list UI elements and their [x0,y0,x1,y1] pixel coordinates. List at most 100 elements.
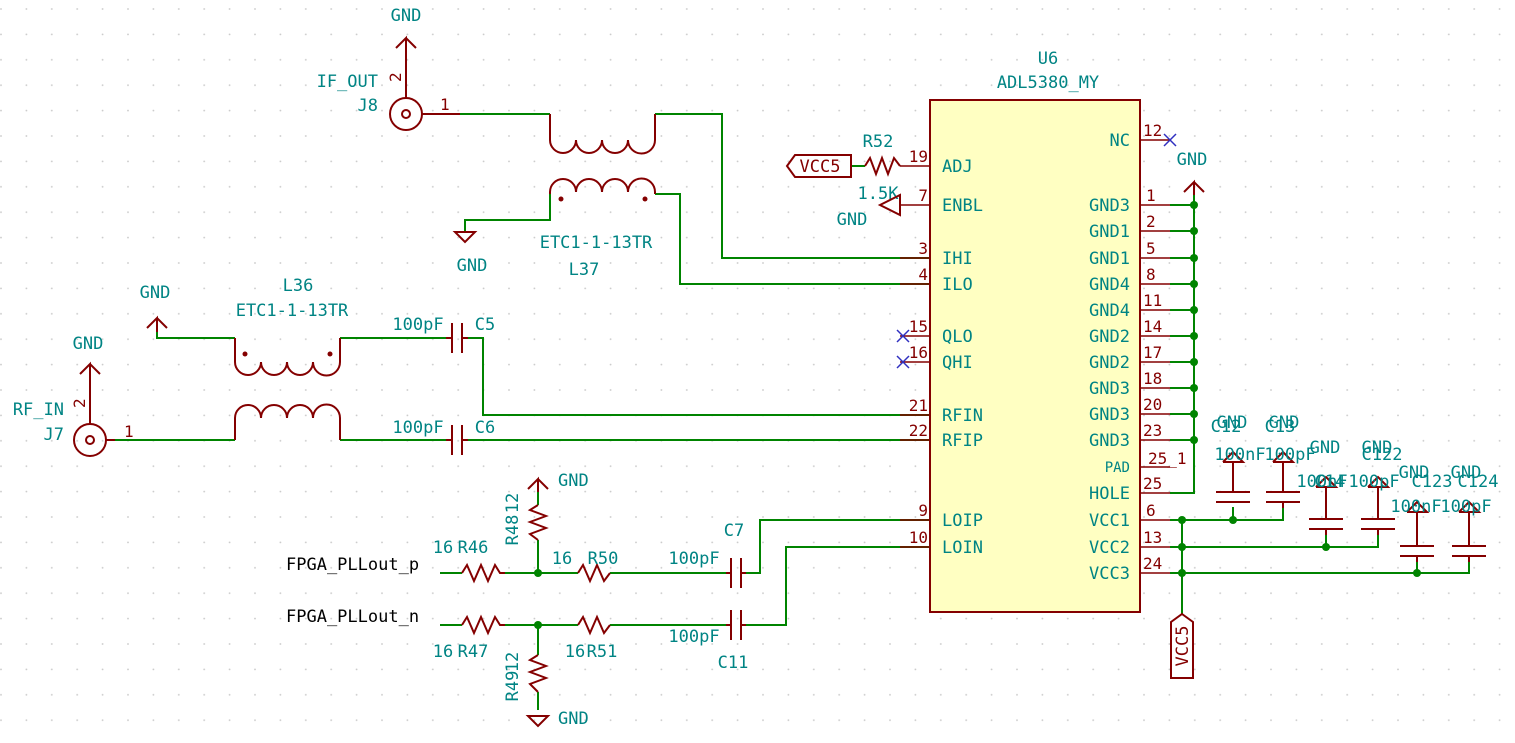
r47-resistor[interactable]: 16 R47 [433,614,505,662]
pin-name: QHI [942,353,973,373]
l37-ref: L37 [569,260,600,280]
c122-capacitor[interactable]: GND C122 100pF [1348,438,1402,535]
r49-resistor[interactable]: R49 12 [503,652,549,702]
junctions [534,201,1421,629]
gnd-label: GND [1177,150,1208,170]
pin-name: HOLE [1089,484,1130,504]
c13-capacitor[interactable]: GND C13 100pF [1264,413,1316,508]
pin-number: 6 [1146,501,1156,520]
l37-value: ETC1-1-13TR [540,233,653,253]
r46-resistor[interactable]: 16 R46 [433,538,505,584]
pin-number: 10 [909,528,928,547]
gnd-symbol: GND [1177,150,1208,195]
pin-number: 9 [918,501,928,520]
r52-value: 1.5K [858,184,900,204]
r48-ref: R48 [503,515,523,546]
c6-capacitor[interactable]: 100pF C6 [392,418,495,455]
gnd-symbol: GND [527,471,589,492]
pin-number: 3 [918,239,928,258]
c12-ref: C12 [1211,417,1242,437]
j7-connector[interactable]: 1 2 J7 RF_IN GND [13,334,134,457]
j8-value: IF_OUT [317,72,378,92]
pin-number: 24 [1143,554,1162,573]
c5-capacitor[interactable]: 100pF C5 [392,315,495,353]
pin-name: IHI [942,249,973,269]
gnd-symbol: GND [452,231,488,276]
pin-name: GND3 [1089,405,1130,425]
c124-ref: C124 [1458,472,1499,492]
pin-name: VCC3 [1089,564,1130,584]
pin-number: 22 [909,421,928,440]
vcc5-label: VCC5 [800,157,841,177]
pin-number: 15 [909,317,928,336]
r46-ref: R46 [458,538,489,558]
u6-right-pins: 12 NC 1 GND3 2 GND1 5 GND1 8 GND4 11 GND… [1089,121,1186,584]
u6-ic[interactable]: U6 ADL5380_MY 19 ADJ 7 ENBL 3 IHI 4 ILO … [900,49,1187,613]
c14-capacitor[interactable]: GND C14 100nF [1296,438,1348,535]
pin-number: 18 [1143,369,1162,388]
c124-capacitor[interactable]: GND C124 100pF [1440,463,1498,562]
pin-number: 25 [1143,474,1162,493]
pin-name: NC [1110,131,1130,151]
c123-capacitor[interactable]: GND C123 100nF [1390,463,1452,562]
pin-number: 1 [1146,186,1156,205]
pin-number: 7 [918,186,928,205]
vcc5-label: VCC5 [1173,626,1193,667]
no-connect-markers [896,133,1177,369]
pin-name: GND3 [1089,196,1130,216]
c122-ref: C122 [1362,445,1403,465]
pin-name: GND3 [1089,379,1130,399]
c7-value: 100pF [668,549,719,569]
j7-ref: J7 [44,425,64,445]
pin-number: 1 [440,95,450,114]
c12-value: 100nF [1214,445,1265,465]
gnd-label: GND [73,334,104,354]
r47-ref: R47 [458,642,489,662]
l36-transformer[interactable]: L36 ETC1-1-13TR [234,276,349,440]
gnd-label: GND [558,471,589,491]
gnd-label: GND [457,256,488,276]
c122-value: 100pF [1348,472,1399,492]
c14-value: 100nF [1296,472,1347,492]
l37-transformer[interactable]: ETC1-1-13TR L37 [540,114,656,280]
gnd-label: GND [140,283,171,303]
pin-name: VCC2 [1089,538,1130,558]
pin-name: GND2 [1089,327,1130,347]
gnd-label: GND [558,709,589,729]
j8-connector[interactable]: 1 2 J8 IF_OUT GND [317,6,460,131]
c11-capacitor[interactable]: 100pF C11 [668,610,748,673]
pin-number: 2 [386,72,405,82]
u6-ref: U6 [1038,49,1058,69]
c6-value: 100pF [392,418,443,438]
c5-value: 100pF [392,315,443,335]
gnd-label: GND [1269,413,1300,433]
net-label-pll-n: FPGA_PLLout_n [286,607,419,627]
pin-name: RFIP [942,431,983,451]
j7-value: RF_IN [13,400,64,420]
pin-name: GND3 [1089,431,1130,451]
c12-capacitor[interactable]: GND C12 100nF [1211,413,1266,503]
gnd-label: GND [1451,463,1482,483]
gnd-label: GND [1399,463,1430,483]
gnd-label: GND [837,210,868,230]
u6-left-pins: 19 ADJ 7 ENBL 3 IHI 4 ILO 15 QLO 16 QHI … [900,147,983,558]
gnd-label: GND [1310,438,1341,458]
r52-resistor[interactable]: R52 1.5K [858,132,901,204]
c13-ref: C13 [1265,417,1296,437]
pin-name: ADJ [942,157,973,177]
pin-name: GND1 [1089,249,1130,269]
c124-value: 100pF [1440,497,1491,517]
pin-name: GND1 [1089,222,1130,242]
r51-value: 16 [565,642,585,662]
r50-resistor[interactable]: 16 R50 [552,549,619,584]
gnd-label: GND [1362,438,1393,458]
r51-resistor[interactable]: 16 R51 [565,614,618,662]
gnd-symbol: GND [140,283,171,332]
pin-number: 13 [1143,528,1162,547]
l36-ref: L36 [283,276,314,296]
pin-number: 23 [1143,421,1162,440]
c7-capacitor[interactable]: C7 100pF [668,521,746,588]
u6-body [929,99,1141,613]
r48-resistor[interactable]: R48 12 [503,493,549,546]
